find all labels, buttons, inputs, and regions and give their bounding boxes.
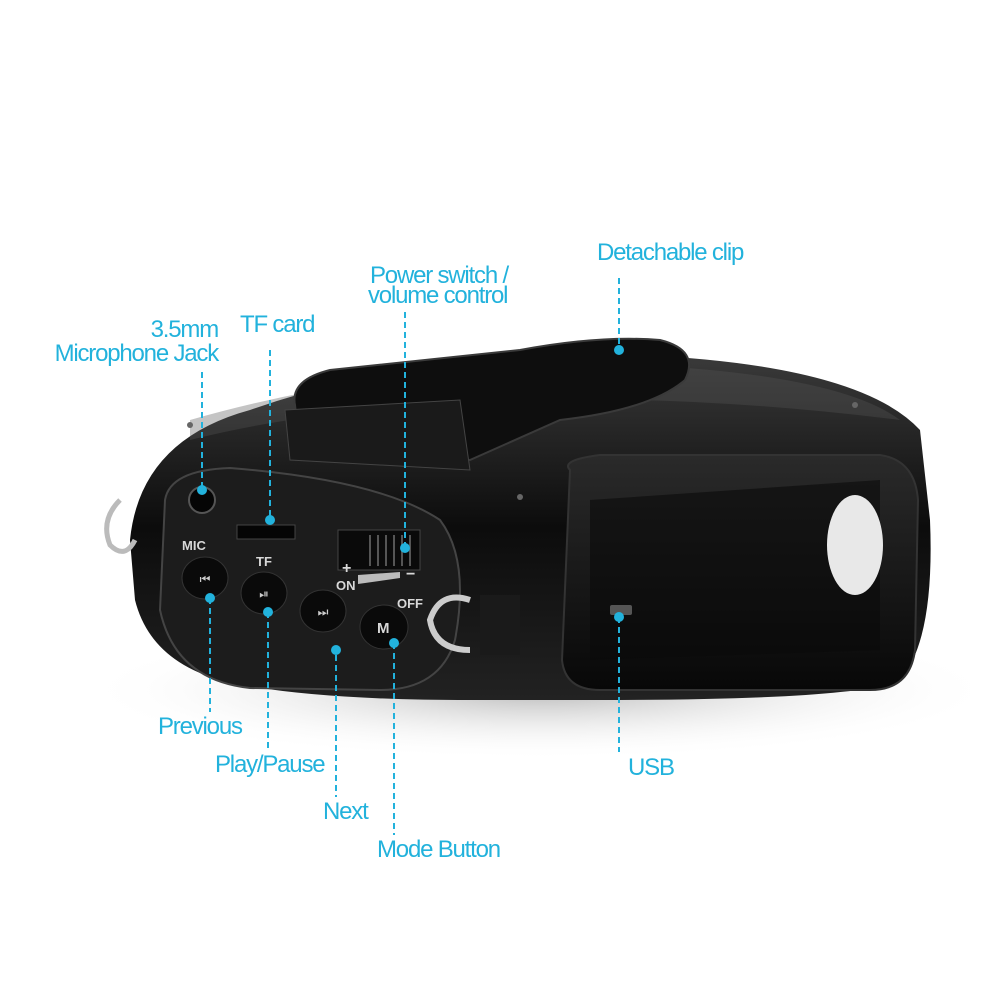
- callout-volume-control: volume control: [368, 282, 508, 309]
- callout-play-pause: Play/Pause: [215, 751, 326, 778]
- off-label: OFF: [397, 596, 423, 611]
- on-label: ON: [336, 578, 356, 593]
- tf-label: TF: [256, 554, 272, 569]
- callout-dots: [197, 345, 624, 655]
- callout-tf-card: TF card: [240, 311, 315, 338]
- previous-button[interactable]: [181, 556, 229, 600]
- callout-detachable-clip: Detachable clip: [597, 239, 744, 266]
- callout-previous: Previous: [158, 713, 243, 740]
- tf-slot: [236, 524, 296, 540]
- plus-label: +: [342, 560, 352, 577]
- mode-button[interactable]: [359, 604, 409, 650]
- callout-3-5mm: 3.5mm: [150, 316, 220, 343]
- lanyard-ring-left: [104, 498, 138, 554]
- svg-text:⏯: ⏯: [259, 587, 269, 601]
- mode-key-label: M: [377, 620, 390, 637]
- svg-text:⏭: ⏭: [318, 605, 329, 619]
- svg-text:⏮: ⏮: [200, 572, 211, 586]
- callout-power-switch: Power switch /: [370, 262, 509, 289]
- callout-microphone-jack: Microphone Jack: [54, 340, 220, 367]
- callout-mode-button: Mode Button: [377, 836, 501, 863]
- callout-lines: [201, 278, 620, 835]
- lanyard-ring-right: [426, 594, 471, 653]
- callout-usb: USB: [628, 754, 675, 781]
- label-sticker: [827, 495, 883, 595]
- usb-port: [610, 605, 632, 615]
- mic-label: MIC: [182, 538, 206, 553]
- callout-next: Next: [323, 798, 369, 825]
- minus-label: −: [406, 566, 416, 583]
- next-button[interactable]: [299, 589, 347, 633]
